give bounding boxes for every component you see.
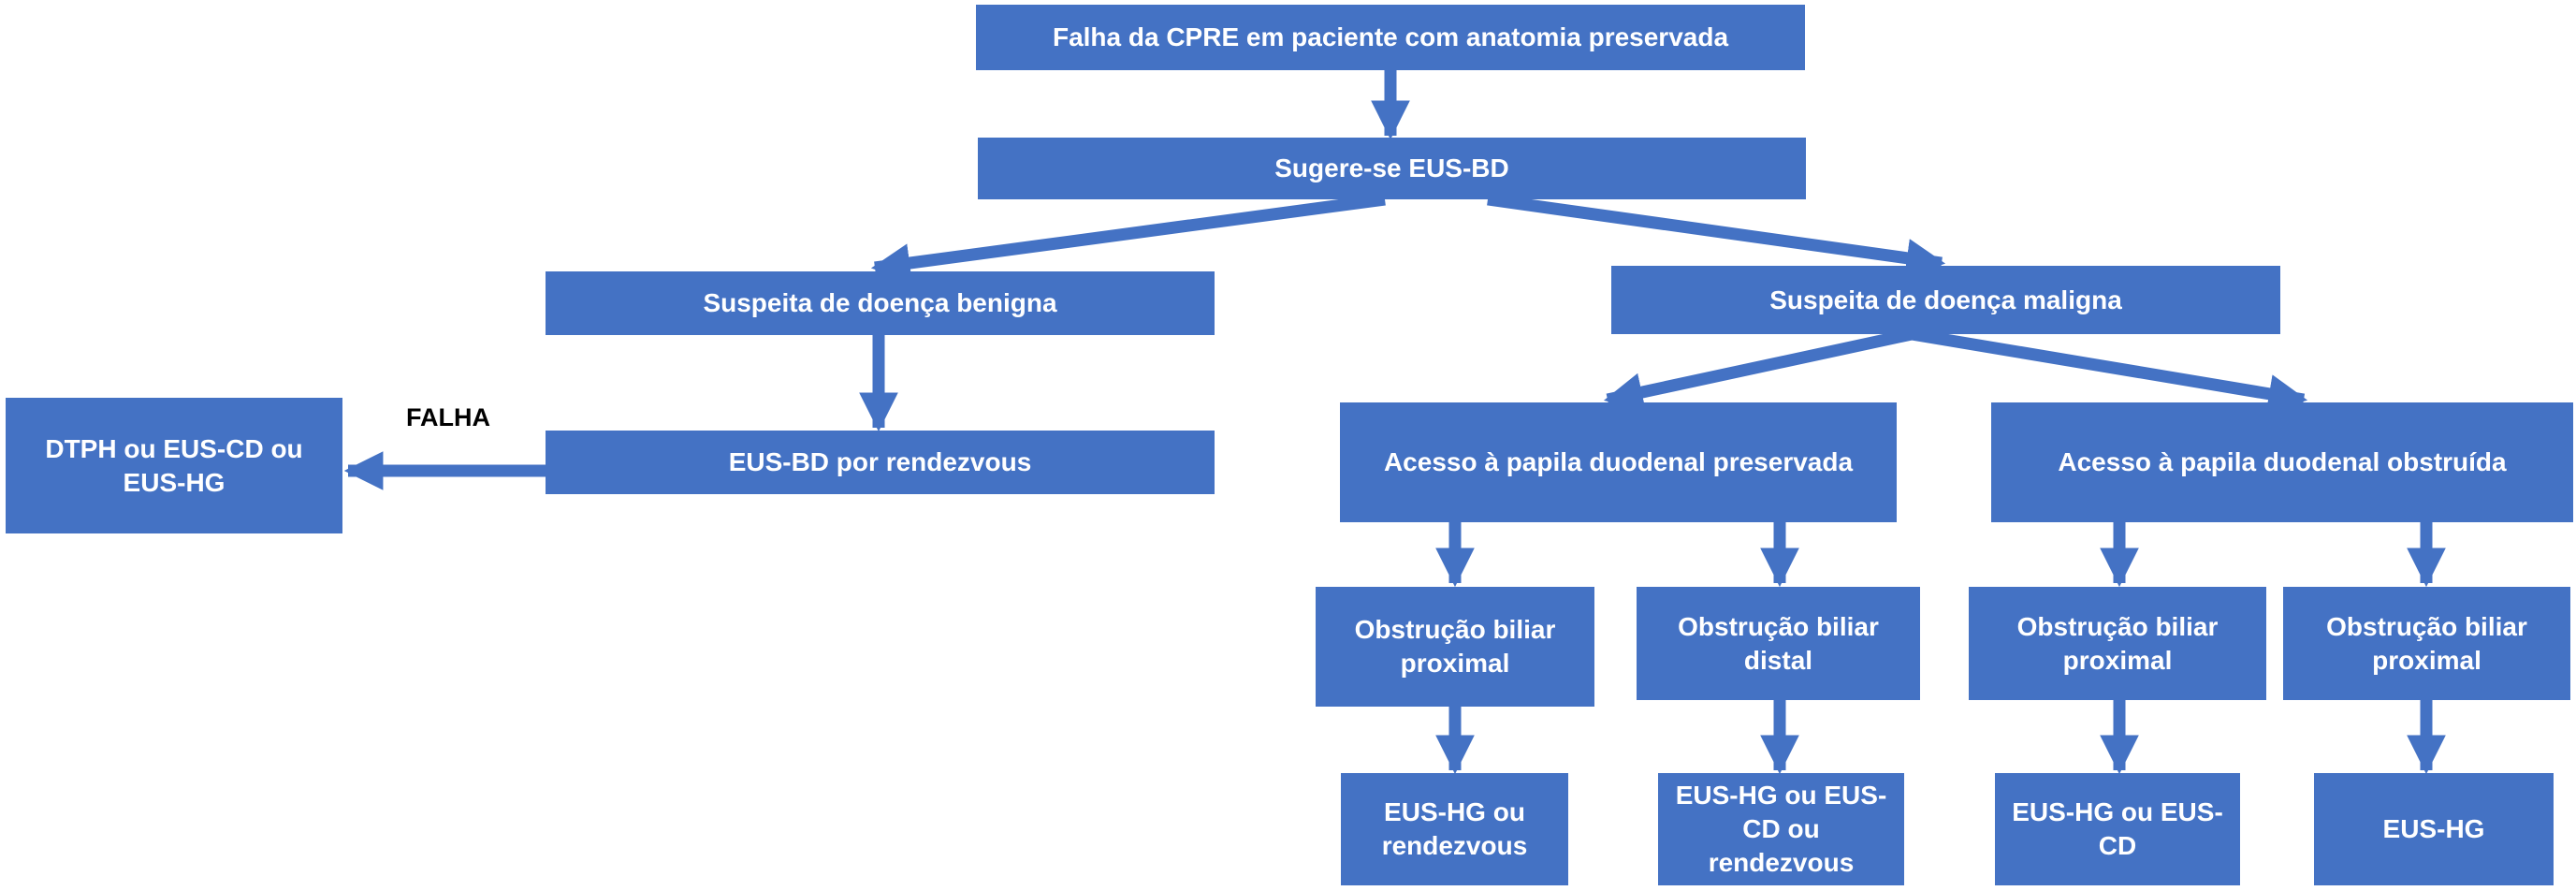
prox2-node: Obstrução biliar proximal	[1969, 587, 2266, 700]
root-node: Falha da CPRE em paciente com anatomia p…	[976, 5, 1805, 70]
papila-obstructed-node: Acesso à papila duodenal obstruída	[1991, 402, 2573, 522]
suggest-node: Sugere-se EUS-BD	[978, 138, 1806, 199]
benign-node: Suspeita de doença benigna	[546, 271, 1215, 335]
prox3-node: Obstrução biliar proximal	[2283, 587, 2570, 700]
res2-node: EUS-HG ou EUS-CD ou rendezvous	[1658, 773, 1904, 885]
res4-node: EUS-HG	[2314, 773, 2554, 885]
arrow-malignant-to-preserved	[1603, 328, 1914, 412]
distal-node: Obstrução biliar distal	[1637, 587, 1920, 700]
rendezvous-node: EUS-BD por rendezvous	[546, 431, 1215, 494]
dtph-node: DTPH ou EUS-CD ou EUS-HG	[6, 398, 342, 533]
prox1-node: Obstrução biliar proximal	[1316, 587, 1594, 707]
malignant-node: Suspeita de doença maligna	[1611, 266, 2280, 334]
falha-label: FALHA	[406, 403, 490, 431]
arrow-malignant-to-obstructed	[1910, 328, 2308, 414]
papila-preserved-node: Acesso à papila duodenal preservada	[1340, 402, 1897, 522]
res1-node: EUS-HG ou rendezvous	[1341, 773, 1568, 885]
arrow-suggest-to-benign	[870, 193, 1386, 283]
res3-node: EUS-HG ou EUS-CD	[1995, 773, 2240, 885]
arrow-suggest-to-malignant	[1487, 193, 1946, 278]
